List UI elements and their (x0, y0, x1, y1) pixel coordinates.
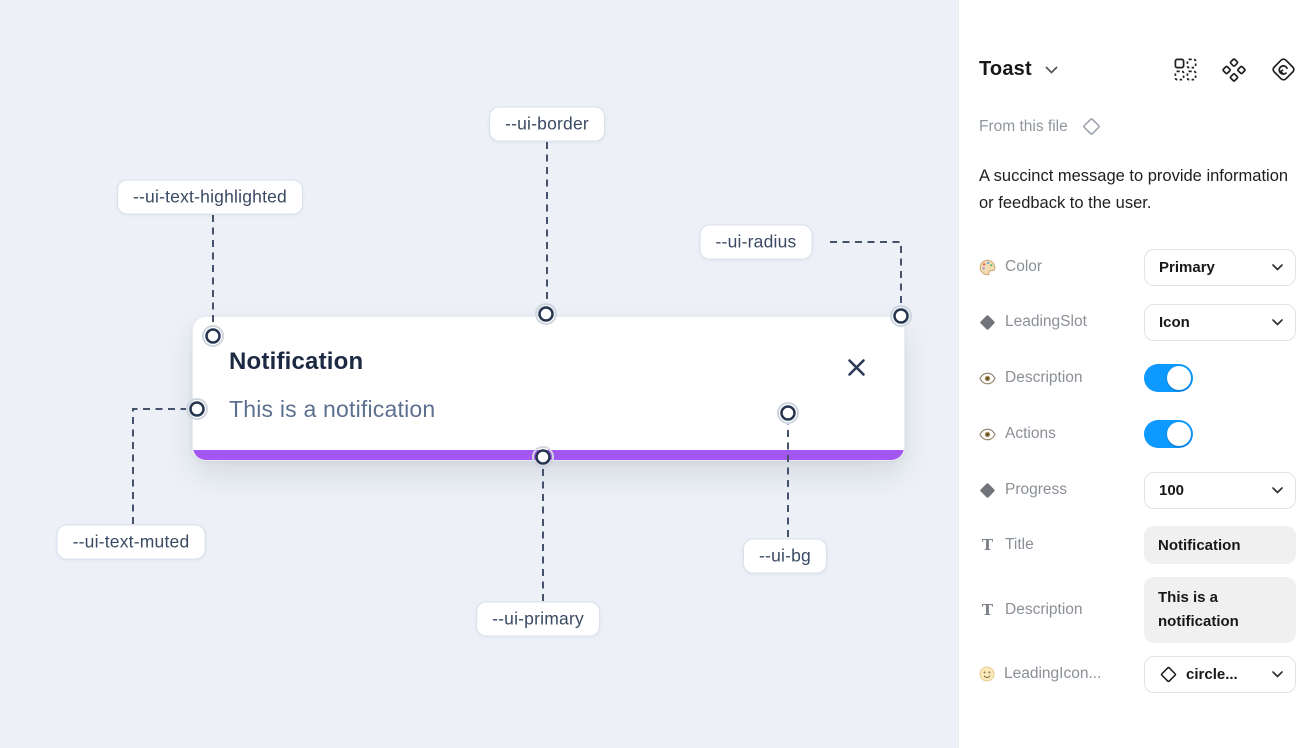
component-description: A succinct message to provide informatio… (979, 167, 1289, 212)
property-label: LeadingIcon... (1004, 665, 1102, 682)
property-row-leadingslot: LeadingSlot Icon (979, 303, 1296, 341)
annotation-ui-text-highlighted: --ui-text-highlighted (117, 179, 303, 215)
annotation-ui-bg: --ui-bg (743, 538, 827, 574)
chevron-down-icon (1272, 486, 1283, 493)
instance-swap-icon (1174, 58, 1197, 81)
toast-progress-bar (193, 450, 904, 460)
chevron-down-icon (1272, 670, 1283, 677)
component-title-dropdown[interactable] (1045, 66, 1058, 74)
property-row-color: Color Primary (979, 248, 1296, 286)
return-to-component-button[interactable] (1271, 57, 1296, 82)
smiley-icon (979, 666, 995, 682)
component-set-button[interactable] (1222, 57, 1246, 82)
property-row-progress: Progress 100 (979, 471, 1296, 509)
leadingslot-dropdown[interactable]: Icon (1144, 303, 1296, 341)
annotation-ui-primary: --ui-primary (476, 601, 600, 637)
property-label: Progress (1005, 481, 1068, 498)
source-label: From this file (979, 117, 1068, 135)
description-toggle[interactable] (1144, 364, 1193, 392)
dropdown-value: 100 (1159, 481, 1185, 499)
actions-toggle[interactable] (1144, 420, 1193, 448)
property-label: Title (1005, 536, 1034, 553)
property-label: LeadingSlot (1005, 313, 1087, 330)
property-row-title: T Title Notification (979, 526, 1296, 564)
toast-title: Notification (229, 348, 364, 375)
toast-description: This is a notification (229, 396, 436, 422)
annotation-ui-border: --ui-border (489, 106, 605, 142)
dropdown-value: Primary (1159, 258, 1215, 276)
close-icon (847, 358, 865, 376)
diamond-outline-icon (1159, 665, 1178, 684)
diamond-outline-icon (1082, 118, 1100, 135)
dropdown-value: Icon (1159, 313, 1190, 331)
chevron-down-icon (1045, 66, 1058, 73)
return-to-component-icon (1272, 58, 1295, 81)
diamond-icon (979, 314, 996, 330)
canvas: Notification This is a notification --ui… (0, 0, 958, 748)
property-row-actions-toggle: Actions (979, 416, 1296, 452)
toast-component-preview: Notification This is a notification (192, 316, 905, 461)
source-row: From this file (979, 116, 1102, 137)
toggle-knob (1167, 422, 1191, 446)
properties-panel: Toast (958, 0, 1312, 748)
close-button[interactable] (844, 355, 868, 379)
instance-swap-button[interactable] (1174, 58, 1197, 81)
eye-icon (979, 372, 996, 384)
annotation-ui-radius: --ui-radius (699, 224, 813, 260)
component-set-icon (1222, 57, 1246, 82)
chevron-down-icon (1272, 318, 1283, 325)
component-title: Toast (979, 58, 1032, 80)
diamond-icon (979, 482, 996, 498)
palette-icon (979, 259, 996, 275)
dropdown-value: circle... (1186, 665, 1238, 683)
text-icon: T (981, 536, 994, 554)
text-icon: T (981, 601, 994, 619)
annotation-ui-text-muted: --ui-text-muted (56, 524, 206, 560)
color-dropdown[interactable]: Primary (1144, 248, 1296, 286)
leadingicon-dropdown[interactable]: circle... (1144, 655, 1296, 693)
property-label: Color (1005, 258, 1043, 275)
property-label: Actions (1005, 425, 1056, 442)
property-label: Description (1005, 369, 1083, 386)
title-input[interactable]: Notification (1144, 526, 1296, 564)
toggle-knob (1167, 366, 1191, 390)
chevron-down-icon (1272, 263, 1283, 270)
eye-icon (979, 428, 996, 440)
progress-dropdown[interactable]: 100 (1144, 471, 1296, 509)
panel-header: Toast (979, 57, 1296, 82)
property-row-leadingicon: LeadingIcon... circle... (979, 655, 1296, 693)
description-input[interactable]: This is a notification (1144, 577, 1296, 643)
property-row-description-toggle: Description (979, 360, 1296, 396)
property-label: Description (1005, 601, 1083, 618)
property-row-description-text: T Description This is a notification (979, 577, 1296, 643)
